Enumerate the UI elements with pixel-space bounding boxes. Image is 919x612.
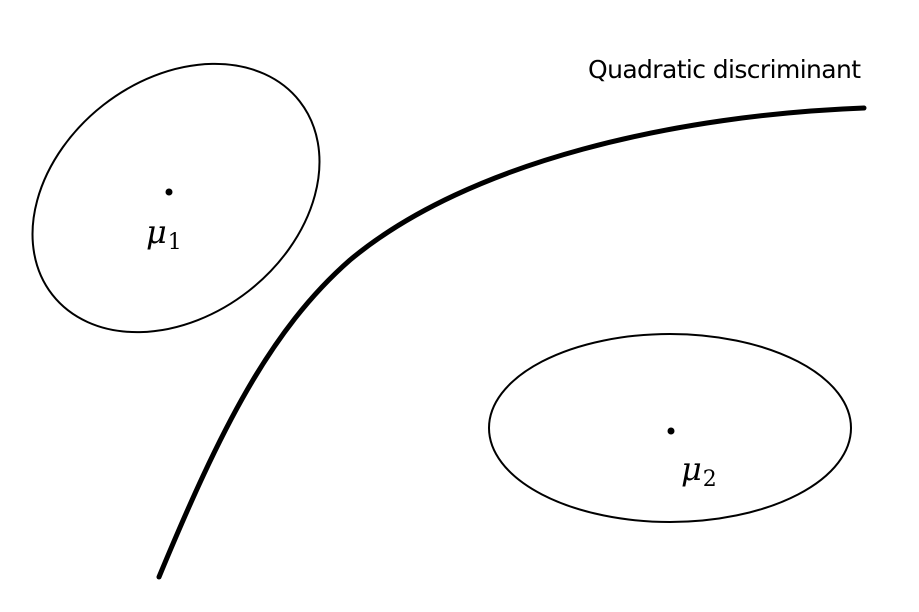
- class-2-mean-label: μ2: [681, 453, 717, 491]
- quadratic-discriminant-curve: [156, 105, 867, 580]
- class-1-mean-label: μ1: [146, 216, 182, 254]
- class-1-ellipse: [31, 62, 321, 334]
- mean-symbol: μ: [681, 450, 702, 488]
- class-2-mean-point: [667, 427, 675, 435]
- curve-label: Quadratic discriminant: [588, 55, 861, 84]
- mean-subscript: 1: [167, 230, 182, 255]
- mean-subscript: 2: [702, 467, 717, 492]
- mean-symbol: μ: [146, 213, 167, 251]
- class-2-ellipse: [488, 333, 852, 523]
- class-1-mean-point: [165, 188, 173, 196]
